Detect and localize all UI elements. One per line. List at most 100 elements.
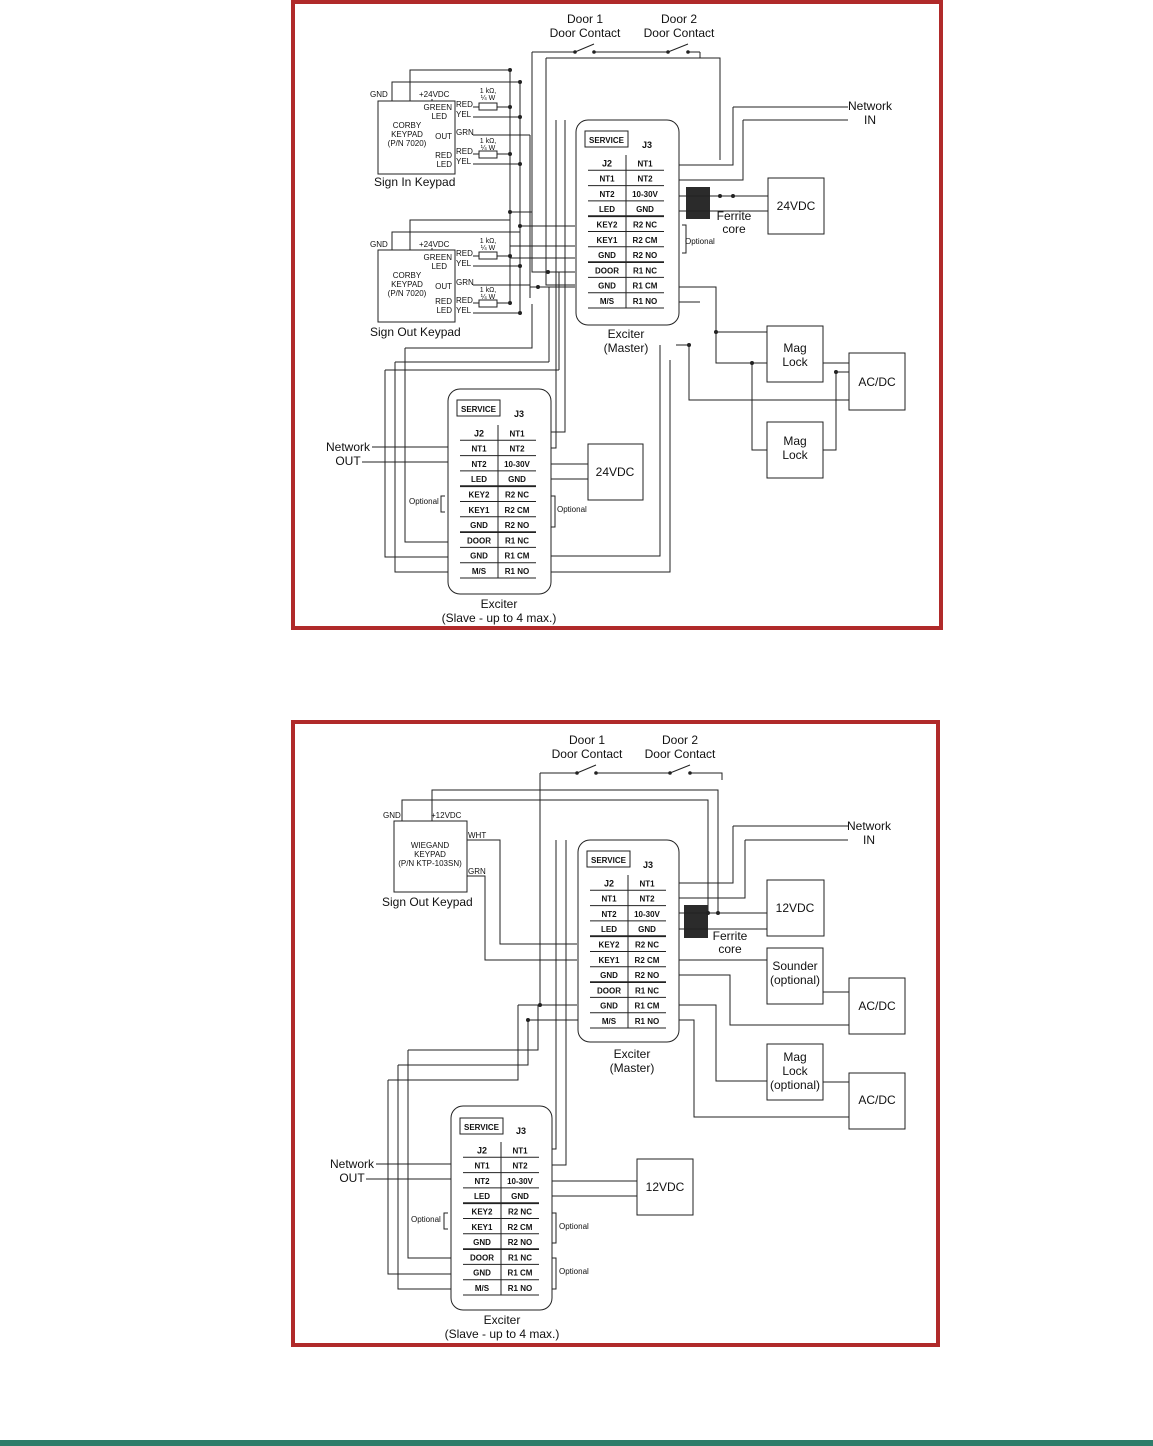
ferrite-label-line1: Ferrite [717,209,752,223]
j3-terminal-label: R1 NC [635,986,659,995]
j3-terminal-label: R1 NO [508,1284,532,1293]
j3-terminal-label: R1 CM [505,552,530,561]
j2-terminal-label: J2 [477,1145,487,1155]
j3-terminal-label: R2 CM [635,956,660,965]
d2-network-out-line2: OUT [339,1171,365,1185]
j3-terminal-label: R1 NO [635,1017,659,1026]
j2-terminal-label: DOOR [470,1253,494,1262]
j3-terminal-label: R2 NC [508,1208,532,1217]
keypad-out-wire-grn: GRN [456,278,474,287]
keypad-in-red-led: LED [436,160,452,169]
keypad-out-green: GREEN [424,253,453,262]
d2-ferrite-line1: Ferrite [713,929,748,943]
resistor-icon [478,299,498,308]
j3-terminal-label: R1 NC [508,1253,532,1262]
j3-terminal-label: NT1 [512,1146,528,1155]
j3-terminal-label: 10-30V [504,460,530,469]
resistor-rating: ¼ W [481,145,496,152]
resistor-label: 1 kΩ, [480,88,497,95]
d2-door2-label-line1: Door 2 [662,733,698,747]
master-service-label: SERVICE [589,136,625,145]
d2-network-in-line1: Network [847,819,892,833]
sign-in-keypad: GND +24VDC CORBY KEYPAD (P/N 7020) GREEN… [370,69,530,189]
wiegand-gnd: GND [383,811,401,820]
j2-terminal-label: KEY2 [469,491,490,500]
mag-lock-2-label-line2: Lock [782,448,808,462]
d2-mag-lock-line3: (optional) [770,1078,820,1092]
optional-label: Optional [685,237,715,246]
keypad-out-type: KEYPAD [391,280,423,289]
d2-slave-interconnect-wires [387,840,578,1290]
keypad-out-wire-red2: RED [456,296,473,305]
j3-terminal-label: R1 CM [635,1002,660,1011]
wiegand-keypad: GND +12VDC WIEGAND KEYPAD (P/N KTP-103SN… [382,789,719,961]
j2-terminal-label: NT2 [601,910,617,919]
master-caption-line1: Exciter [608,327,645,341]
keypad-in-wire-yel2: YEL [456,157,472,166]
diagram-1: Door 1 Door Contact Door 2 Door Contact … [291,0,943,630]
door2-label-line1: Door 2 [661,12,697,26]
acdc-2a [848,977,906,1035]
master-caption-line2: (Master) [604,341,649,355]
network-in-label-line2: IN [864,113,876,127]
keypad-in-out: OUT [435,132,452,141]
keypad-out-out: OUT [435,282,452,291]
wiegand-grn: GRN [468,867,486,876]
j2-terminal-label: LED [601,925,617,934]
door1-label-line2: Door Contact [550,26,621,40]
acdc-2a-label: AC/DC [858,999,896,1013]
j3-terminal-label: 10-30V [507,1177,533,1186]
door-contact-switches [532,43,700,53]
j2-terminal-label: NT2 [471,460,487,469]
keypad-in-type: KEYPAD [391,130,423,139]
j3-terminal-label: NT1 [509,429,525,438]
d2-optional-bracket-right2 [552,1257,557,1290]
d2-slave-caption-line2: (Slave - up to 4 max.) [445,1327,560,1341]
ferrite-core-icon [686,187,710,219]
mag-lock-wires [676,286,849,451]
j2-terminal-label: KEY1 [472,1223,493,1232]
j3-terminal-label: R2 CM [633,236,658,245]
j2-terminal-label: GND [598,251,616,260]
d2-slave-service-label: SERVICE [464,1123,500,1132]
ferrite-label-line2: core [722,222,746,236]
j2-terminal-label: GND [470,521,488,530]
keypad-in-wires [391,69,530,165]
acdc-2b-label: AC/DC [858,1093,896,1107]
wiegand-wires [401,789,719,961]
psu-24vdc-slave-label: 24VDC [596,465,635,479]
j3-terminal-label: GND [638,925,656,934]
diagram-2: Door 1 Door Contact Door 2 Door Contact … [291,720,940,1347]
keypad-in-wire-red2: RED [456,147,473,156]
keypad-out-gnd: GND [370,240,388,249]
resistor-icon [478,150,498,159]
slave-service-button [456,399,501,417]
mag-lock-2 [766,421,824,479]
psu-24vdc-master-label: 24VDC [777,199,816,213]
j2-terminal-label: J2 [602,158,612,168]
d2-optional-right2: Optional [559,1267,589,1276]
psu-slave-wires [551,463,588,480]
keypad-bus-wires [509,70,575,314]
wiegand-caption: Sign Out Keypad [382,895,473,909]
door-contact-wires [531,52,721,286]
j2-terminal-label: GND [473,1238,491,1247]
keypad-in-wire-yel1: YEL [456,110,472,119]
keypad-in-green-led: LED [431,112,447,121]
j2-terminal-label: KEY2 [472,1208,493,1217]
d2-optional-bracket-left [443,1212,448,1230]
psu-24vdc-master [767,177,825,235]
sounder-label-line2: (optional) [770,973,820,987]
j3-terminal-label: NT1 [639,879,655,888]
d2-mag-lock-line2: Lock [782,1064,808,1078]
keypad-in-green: GREEN [424,103,453,112]
j2-terminal-label: J2 [474,428,484,438]
j3-terminal-label: GND [511,1192,529,1201]
slave-service-label: SERVICE [461,405,497,414]
j2-terminal-label: KEY1 [597,236,618,245]
